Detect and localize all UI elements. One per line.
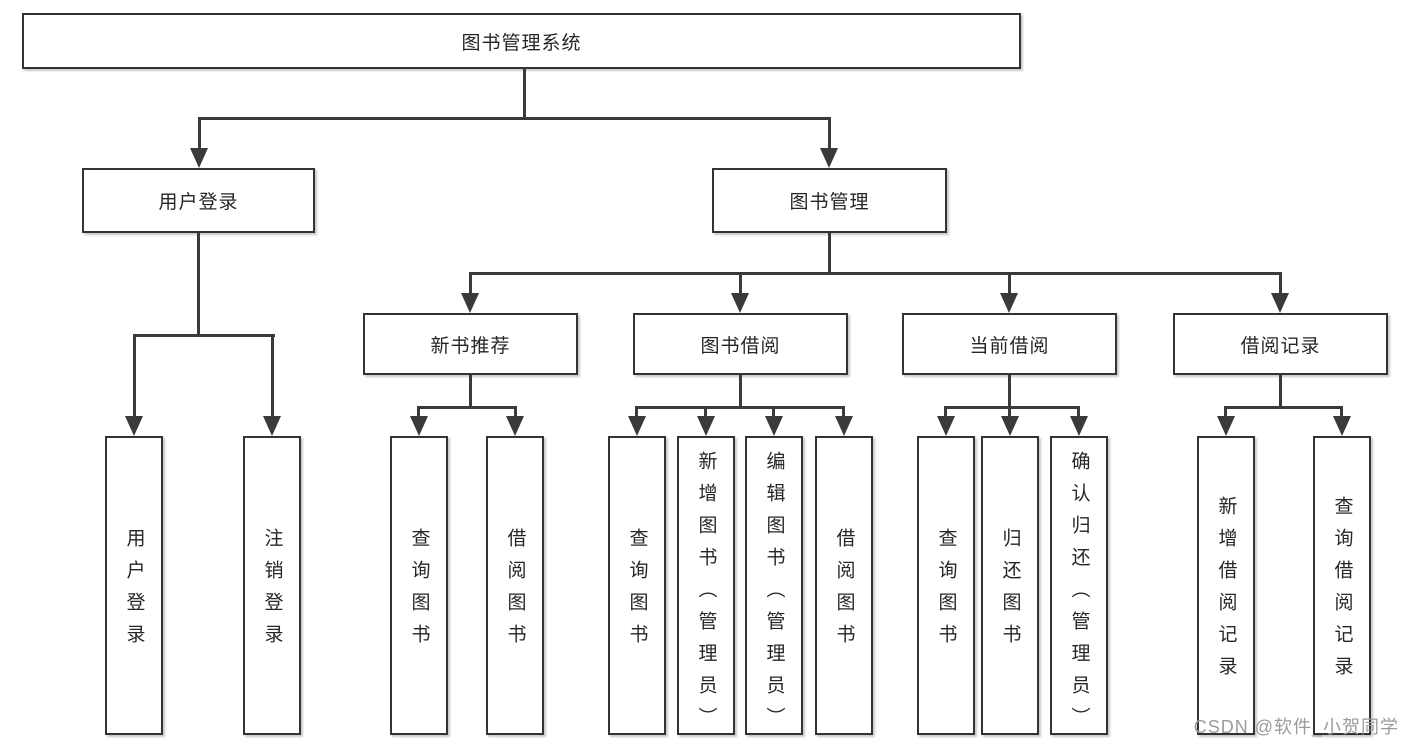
connector-line	[198, 117, 831, 120]
leaf-edit-books-admin: 编辑图书（管理员）	[745, 436, 803, 739]
arrow-down-icon	[506, 416, 524, 436]
connector-line	[1279, 272, 1282, 295]
connector-line	[1340, 406, 1343, 418]
arrow-down-icon	[835, 416, 853, 436]
connector-line	[198, 117, 201, 152]
node-borrow-record: 借阅记录	[1173, 313, 1388, 375]
arrow-down-icon	[263, 416, 281, 436]
node-root: 图书管理系统	[22, 13, 1021, 69]
arrow-down-icon	[410, 416, 428, 436]
arrow-down-icon	[190, 148, 208, 168]
connector-line	[842, 406, 845, 418]
node-book-management: 图书管理	[712, 168, 947, 233]
connector-line	[469, 375, 472, 408]
arrow-down-icon	[731, 293, 749, 313]
connector-line	[417, 406, 420, 418]
connector-line	[944, 406, 947, 418]
node-user-login: 用户登录	[82, 168, 315, 233]
connector-line	[523, 69, 526, 119]
connector-line	[944, 406, 1080, 409]
connector-line	[828, 117, 831, 152]
connector-line	[469, 272, 472, 295]
leaf-borrow-books-recommend: 借阅图书	[486, 436, 544, 735]
arrow-down-icon	[1070, 416, 1088, 436]
connector-line	[635, 406, 844, 409]
arrow-down-icon	[461, 293, 479, 313]
arrow-down-icon	[937, 416, 955, 436]
connector-line	[197, 233, 200, 336]
leaf-query-books-recommend: 查询图书	[390, 436, 448, 735]
connector-line	[133, 334, 136, 418]
arrow-down-icon	[1000, 293, 1018, 313]
leaf-query-books-borrow: 查询图书	[608, 436, 666, 735]
leaf-borrow-books: 借阅图书	[815, 436, 873, 735]
leaf-query-books-current: 查询图书	[917, 436, 975, 735]
arrow-down-icon	[1001, 416, 1019, 436]
connector-line	[514, 406, 517, 418]
arrow-down-icon	[628, 416, 646, 436]
connector-line	[739, 375, 742, 408]
connector-line	[739, 272, 742, 295]
connector-line	[635, 406, 638, 418]
leaf-add-borrow-record: 新增借阅记录	[1197, 436, 1255, 735]
leaf-return-books: 归还图书	[981, 436, 1039, 735]
leaf-query-borrow-record: 查询借阅记录	[1313, 436, 1371, 735]
node-book-borrow: 图书借阅	[633, 313, 848, 375]
arrow-down-icon	[1333, 416, 1351, 436]
connector-line	[1008, 406, 1011, 418]
connector-line	[271, 334, 274, 418]
connector-line	[1077, 406, 1080, 418]
leaf-logout-login: 注销登录	[243, 436, 301, 735]
connector-line	[469, 272, 1282, 275]
arrow-down-icon	[697, 416, 715, 436]
connector-line	[828, 233, 831, 274]
arrow-down-icon	[765, 416, 783, 436]
arrow-down-icon	[1271, 293, 1289, 313]
leaf-user-login: 用户登录	[105, 436, 163, 735]
connector-line	[1224, 406, 1227, 418]
arrow-down-icon	[820, 148, 838, 168]
connector-line	[1008, 375, 1011, 408]
connector-line	[417, 406, 517, 409]
node-new-book-recommend: 新书推荐	[363, 313, 578, 375]
leaf-add-books-admin: 新增图书（管理员）	[677, 436, 735, 739]
arrow-down-icon	[125, 416, 143, 436]
connector-line	[704, 406, 707, 418]
leaf-confirm-return-admin: 确认归还（管理员）	[1050, 436, 1108, 739]
node-current-borrow: 当前借阅	[902, 313, 1117, 375]
csdn-watermark: CSDN @软件_小贺同学	[1193, 717, 1399, 737]
connector-line	[1008, 272, 1011, 295]
connector-line	[133, 334, 275, 337]
arrow-down-icon	[1217, 416, 1235, 436]
connector-line	[1224, 406, 1343, 409]
connector-line	[772, 406, 775, 418]
connector-line	[1279, 375, 1282, 408]
